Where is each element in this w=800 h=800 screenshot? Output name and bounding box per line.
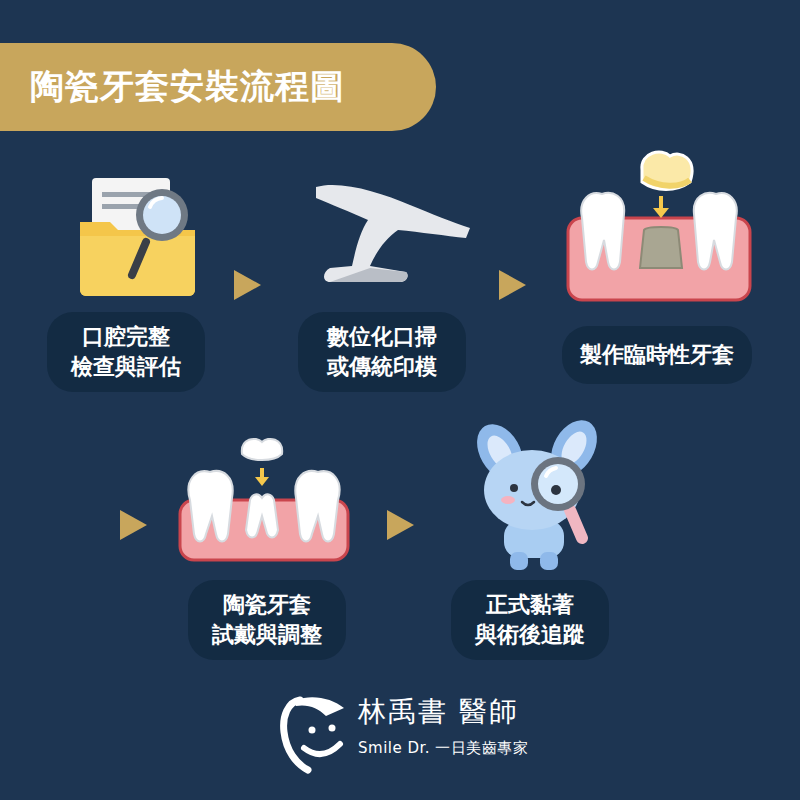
step-label: 數位化口掃 或傳統印模 xyxy=(316,322,448,382)
folder-icon xyxy=(80,178,195,296)
diagram-title: 陶瓷牙套安裝流程圖 xyxy=(30,63,345,109)
connector-route xyxy=(326,384,614,580)
brand-name: 林禹書 醫師 xyxy=(358,694,519,730)
step-box: 數位化口掃 或傳統印模 xyxy=(298,312,466,392)
flow-arrow xyxy=(466,270,562,354)
flow-arrow xyxy=(205,270,298,352)
step-box: 陶瓷牙套 試戴與調整 xyxy=(188,580,346,660)
step-label: 陶瓷牙套 試戴與調整 xyxy=(206,590,328,650)
arrow-head xyxy=(234,270,261,300)
arrow-head xyxy=(499,270,526,300)
brand-tagline: Smile Dr. 一日美齒專家 xyxy=(358,737,528,759)
connector-route xyxy=(346,620,451,621)
scanner-icon xyxy=(316,185,470,282)
title-bar xyxy=(0,43,436,131)
step-label: 口腔完整 檢查與評估 xyxy=(65,322,187,382)
ceramic-crown-icon xyxy=(180,439,348,560)
arrow-head xyxy=(387,510,414,540)
step-box: 口腔完整 檢查與評估 xyxy=(47,312,205,392)
step-box: 正式黏著 與術後追蹤 xyxy=(451,580,609,660)
connector-route xyxy=(466,353,562,354)
step-box: 製作臨時性牙套 xyxy=(562,326,752,384)
step-label: 製作臨時性牙套 xyxy=(580,340,734,370)
step-label: 正式黏著 與術後追蹤 xyxy=(469,590,591,650)
arrow-head xyxy=(120,510,147,540)
logo-icon xyxy=(284,697,344,770)
mascot-icon xyxy=(468,412,607,570)
connector-route xyxy=(205,352,298,353)
flow-arrow xyxy=(346,510,451,620)
temporary-crown-icon xyxy=(568,152,750,300)
flow-arrow xyxy=(120,384,614,580)
